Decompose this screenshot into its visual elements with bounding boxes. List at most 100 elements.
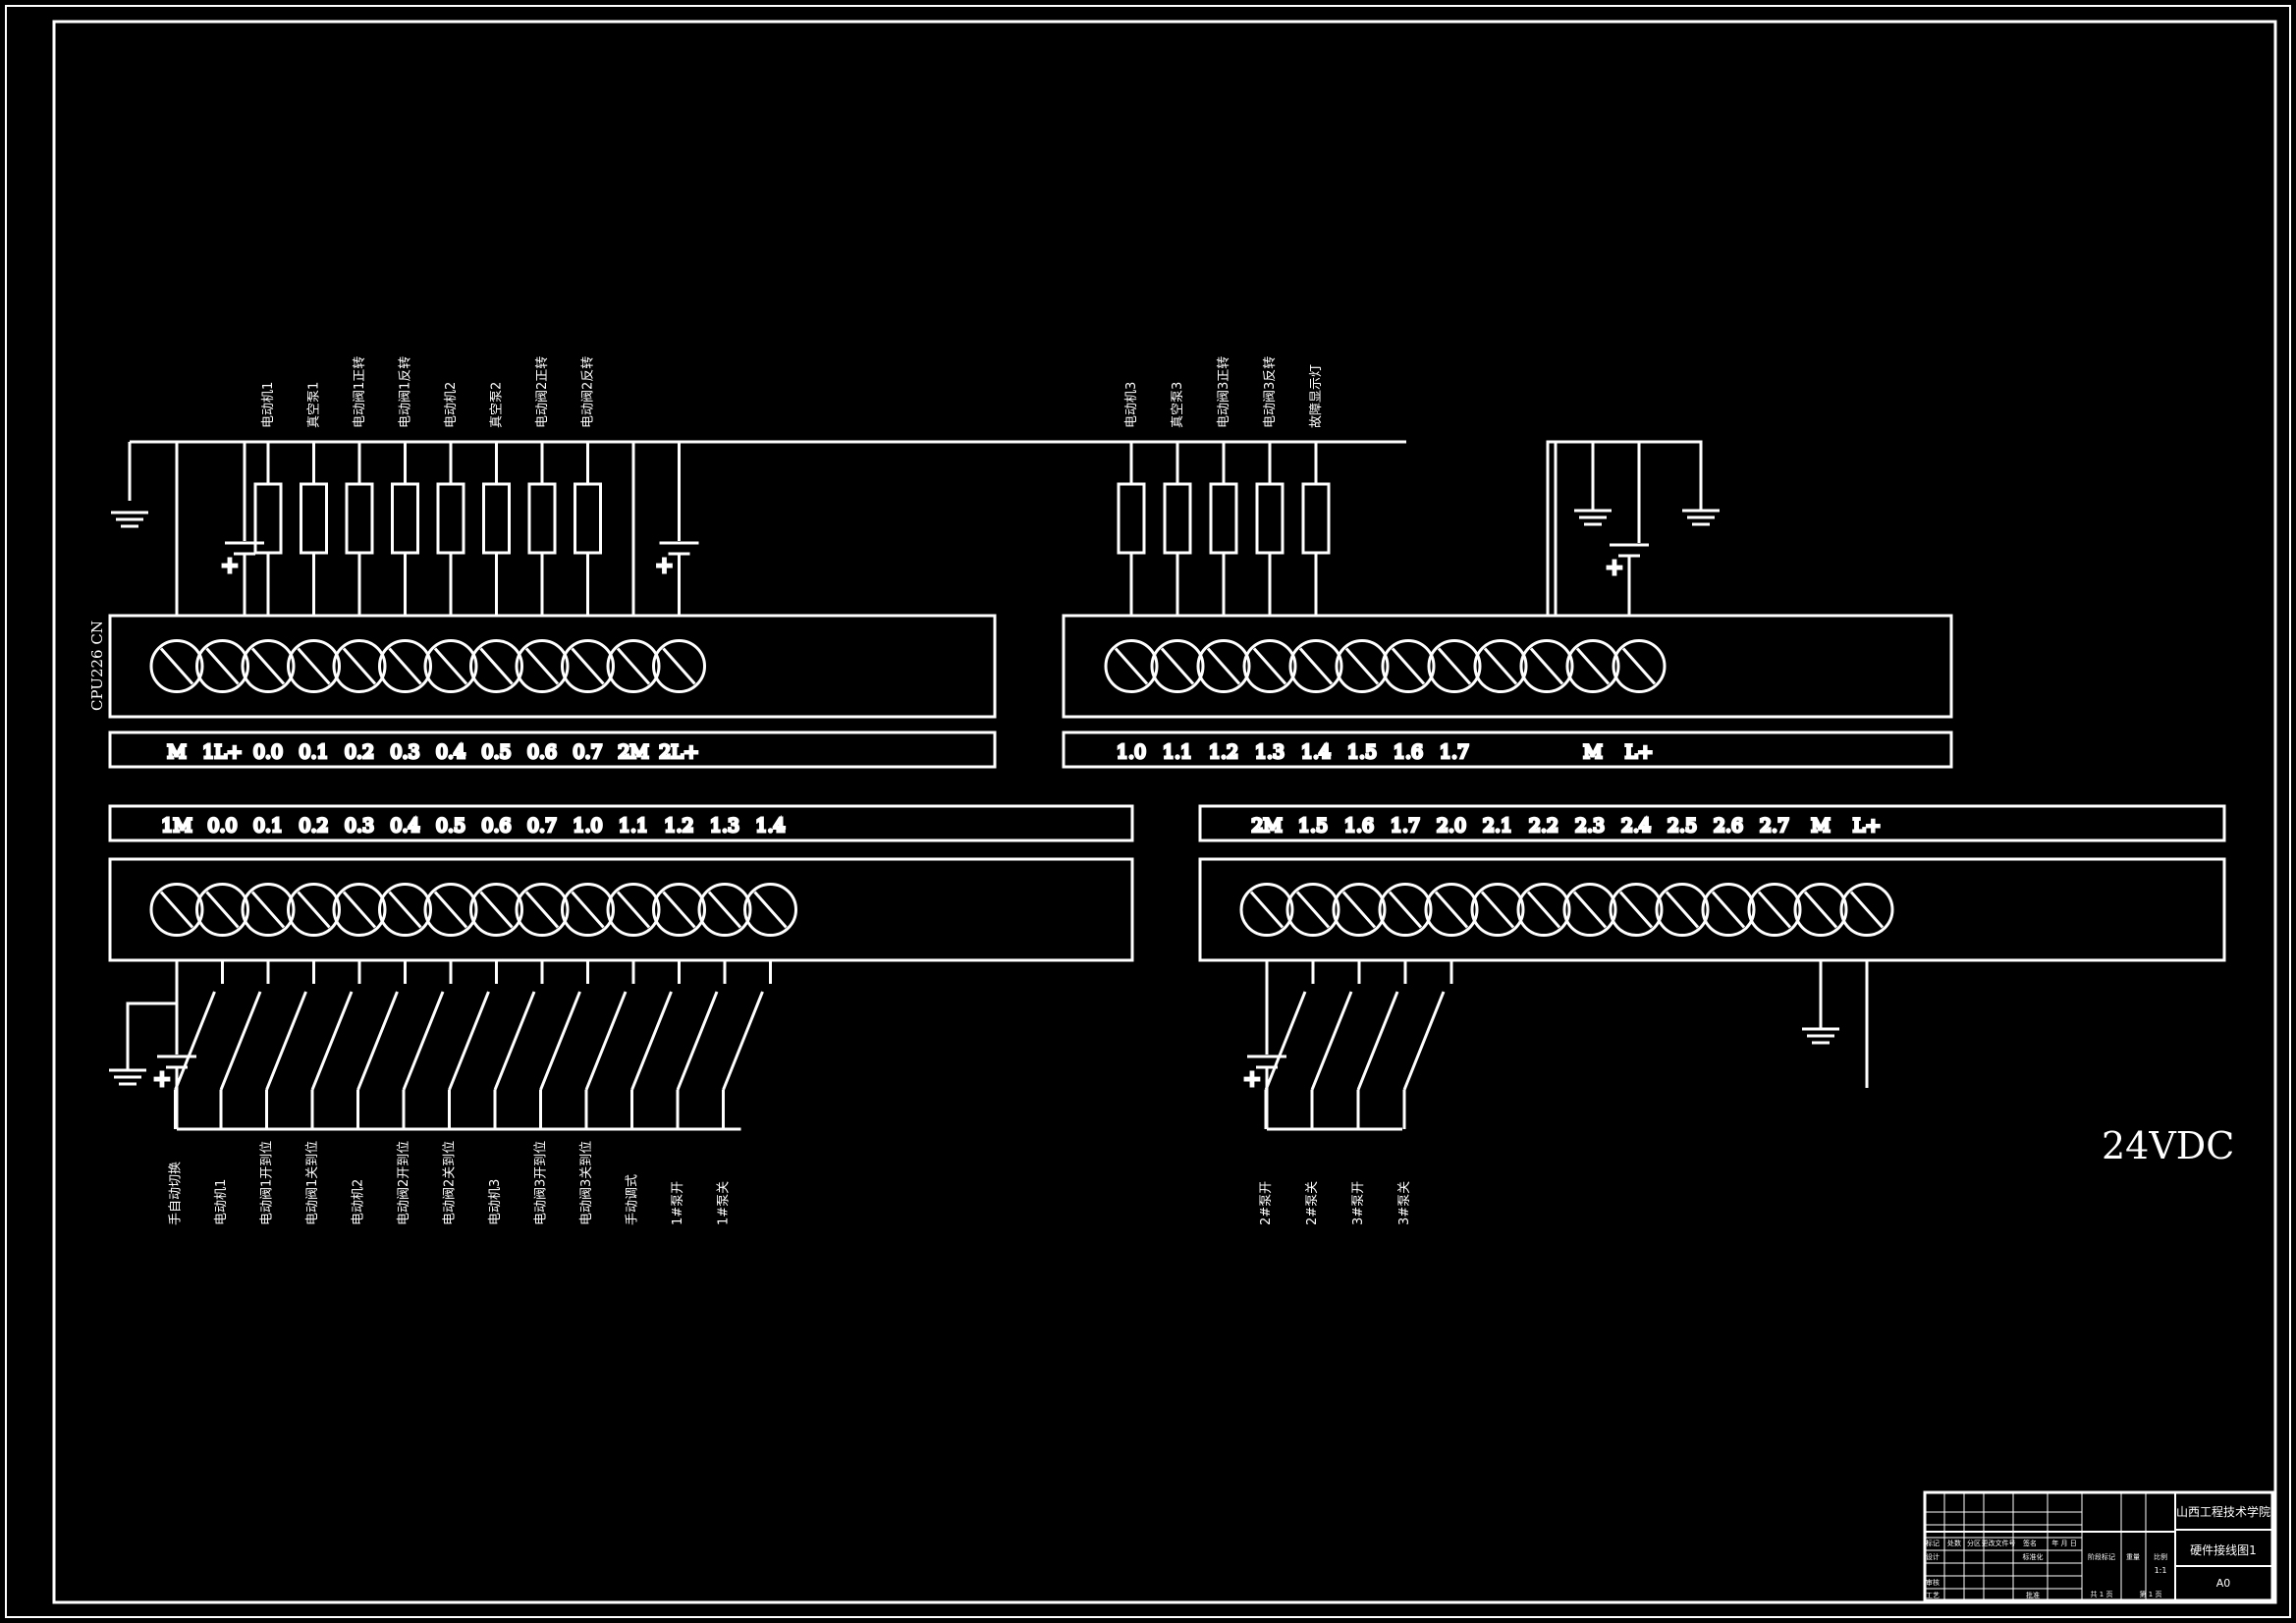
title-block-label: 批准 (2026, 1591, 2040, 1599)
sheet-size: A0 (2216, 1577, 2231, 1590)
switch-contact (630, 991, 673, 1091)
drawing-title: 硬件接线图1 (2190, 1542, 2257, 1557)
terminal-label: M (167, 741, 186, 763)
title-block-label: 第 1 页 (2140, 1590, 2162, 1598)
terminal-screw-slot (479, 891, 514, 929)
supply-lead (1554, 440, 1703, 616)
terminal-label: 1.1 (619, 815, 648, 837)
terminal-screw-slot (159, 647, 194, 685)
terminal-label: 2.1 (1483, 815, 1512, 837)
terminal-screw (1104, 639, 1159, 693)
terminal-screw (287, 883, 341, 937)
terminal-label-strip (108, 730, 997, 769)
input-label: 3#泵关 (1397, 1181, 1412, 1225)
terminal-screw (1332, 883, 1387, 937)
terminal-screw-slot (159, 891, 194, 929)
input-label: 2#泵关 (1305, 1181, 1320, 1225)
terminal-screw (1793, 883, 1848, 937)
terminal-label-strip (1198, 804, 2226, 842)
terminal-screw-slot (1341, 891, 1377, 929)
terminal-label: 0.6 (481, 815, 511, 837)
terminal-screw-slot (753, 891, 788, 929)
terminal-screw (1470, 883, 1525, 937)
switch-contact (174, 991, 216, 1091)
terminal-label: M (1811, 815, 1830, 837)
switch-contact (1310, 991, 1353, 1091)
terminal-screw (1381, 639, 1436, 693)
terminal-screw (332, 639, 387, 693)
load-label: 真空泵2 (490, 382, 505, 428)
input-label: 电动阀2开到位 (397, 1141, 411, 1225)
terminal-label: 0.4 (436, 741, 465, 763)
terminal-label: 0.3 (390, 741, 419, 763)
terminal-label: 1.3 (1255, 741, 1285, 763)
terminal-screw (1565, 639, 1620, 693)
terminal-screw (1378, 883, 1433, 937)
title-block: 山西工程技术学院硬件接线图1A01:1标记处数分区更改文件号签名年 月 日设计标… (1923, 1490, 2274, 1602)
terminal-screw (697, 883, 752, 937)
terminal-screw (652, 883, 706, 937)
load-coil (1301, 482, 1331, 555)
input-label: 手自动切换 (169, 1162, 184, 1225)
terminal-label: L+ (1853, 815, 1882, 837)
terminal-block (1062, 614, 1953, 719)
input-label: 电动阀1开到位 (260, 1141, 275, 1225)
title-block-label: 工艺 (1926, 1592, 1940, 1599)
terminal-screw-slot (707, 891, 742, 929)
battery-plus: + (1243, 1067, 1261, 1092)
terminal-screw-slot (1575, 647, 1611, 685)
load-label: 电动机3 (1124, 382, 1139, 428)
terminal-block (1198, 857, 2226, 962)
input-label: 电动阀3开到位 (534, 1141, 549, 1225)
load-label: 故障显示灯 (1309, 364, 1324, 428)
load-label: 电动阀2反转 (581, 356, 596, 428)
terminal-label: 0.7 (527, 815, 557, 837)
terminal-screw-slot (1434, 891, 1469, 929)
terminal-label: 0.0 (207, 815, 237, 837)
terminal-screw-slot (388, 891, 422, 929)
terminal-label: 2.6 (1714, 815, 1743, 837)
terminal-label: 1.6 (1394, 741, 1423, 763)
terminal-screw (1424, 883, 1479, 937)
battery-plus: + (221, 554, 239, 578)
terminal-screw-slot (1160, 647, 1195, 685)
terminal-label: 2.2 (1529, 815, 1558, 837)
terminal-screw-slot (1114, 647, 1149, 685)
terminal-label: 1M (161, 815, 192, 837)
terminal-label-strip (108, 804, 1134, 842)
terminal-screw-slot (342, 891, 377, 929)
terminal-label: 0.0 (253, 741, 283, 763)
terminal-label: 2M (618, 741, 649, 763)
terminal-screw (423, 883, 478, 937)
load-coil (1209, 482, 1238, 555)
terminal-label: 1.4 (1301, 741, 1331, 763)
load-label: 电动阀3反转 (1263, 356, 1278, 428)
terminal-screw-slot (1295, 891, 1331, 929)
title-block-label: 标记 (1926, 1539, 1940, 1547)
terminal-screw-slot (388, 647, 422, 685)
terminal-block (108, 614, 997, 719)
title-block-label: 重量 (2126, 1553, 2140, 1561)
load-label: 电动阀1正转 (353, 356, 367, 428)
switch-contact (1264, 991, 1307, 1091)
switch-contact (722, 991, 764, 1091)
terminal-label: 1.1 (1163, 741, 1192, 763)
terminal-screw (1655, 883, 1710, 937)
terminal-label: 1.7 (1391, 815, 1420, 837)
terminal-screw (1516, 883, 1571, 937)
load-coil (1117, 482, 1146, 555)
terminal-screw-slot (1711, 891, 1746, 929)
terminal-screw (241, 883, 296, 937)
terminal-screw-slot (1483, 647, 1518, 685)
switch-contact (265, 991, 307, 1091)
switch-contact (219, 991, 262, 1091)
switch-contact (402, 991, 445, 1091)
terminal-screw (469, 883, 523, 937)
terminal-screw-slot (1757, 891, 1792, 929)
terminal-screw-slot (1298, 647, 1334, 685)
switch-contact (1402, 991, 1446, 1091)
terminal-screw-slot (1344, 647, 1380, 685)
terminal-label: 0.2 (299, 815, 328, 837)
terminal-screw (287, 639, 341, 693)
